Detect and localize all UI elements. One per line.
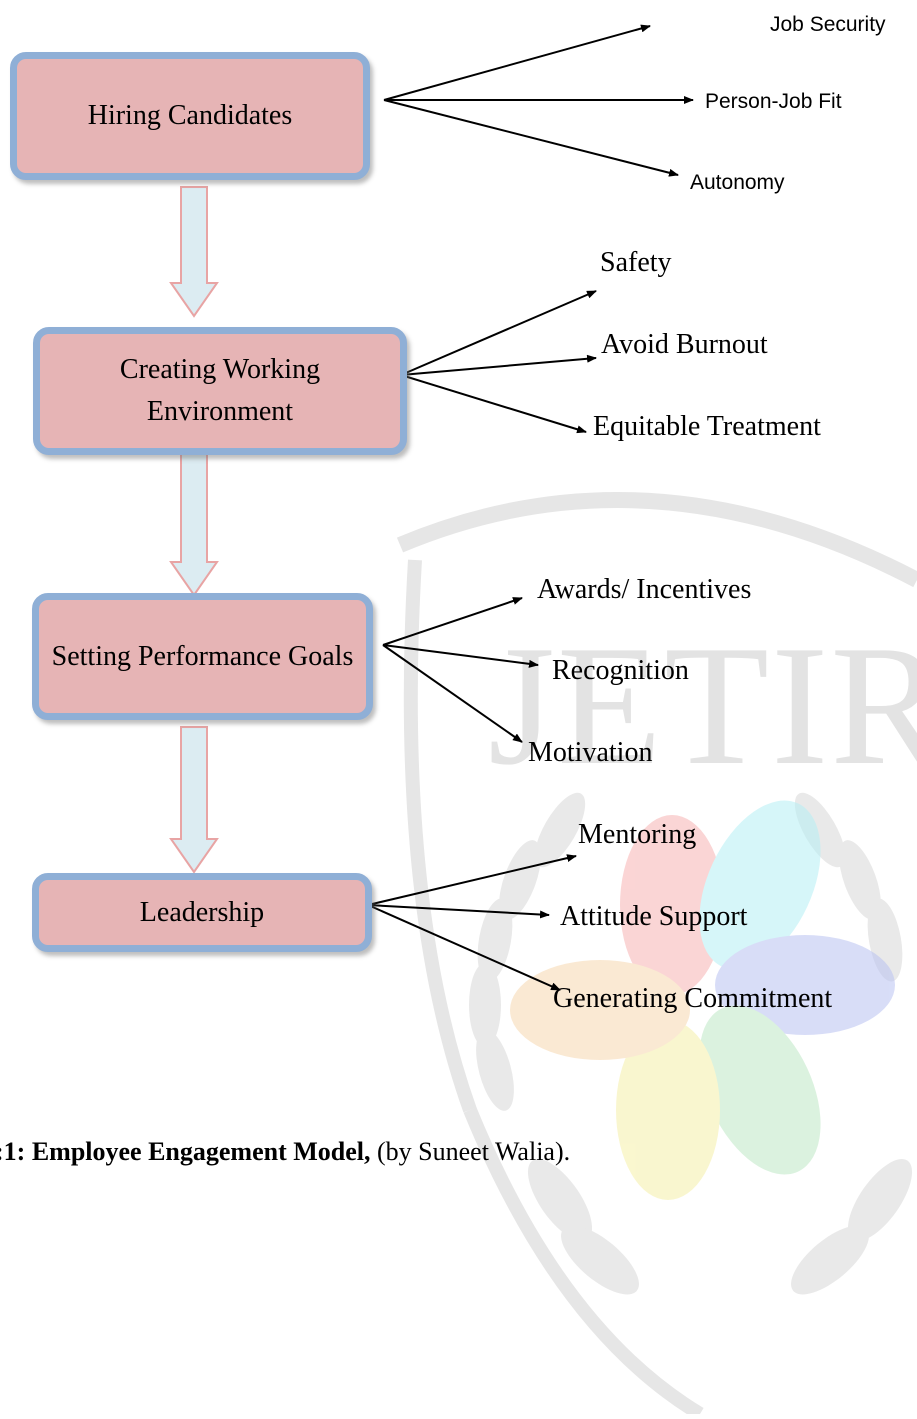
branch-label-person-job-fit: Person-Job Fit xyxy=(705,90,842,113)
branch-label-avoid-burnout: Avoid Burnout xyxy=(601,329,768,360)
branch-label-equitable-treatment: Equitable Treatment xyxy=(593,411,821,442)
branch-label-motivation: Motivation xyxy=(528,737,653,768)
stage-box-hiring-candidates: Hiring Candidates xyxy=(10,52,370,180)
branch-arrow-motivation xyxy=(382,644,523,743)
flow-arrow-3 xyxy=(169,726,219,874)
branch-label-generating-commitment: Generating Commitment xyxy=(553,983,833,1014)
branch-label-job-security: Job Security xyxy=(770,13,886,36)
stage-label: Leadership xyxy=(139,896,265,928)
stage-box-leadership: Leadership xyxy=(32,873,372,952)
branch-label-autonomy: Autonomy xyxy=(690,171,785,194)
stage-box-setting-performance-goals: Setting Performance Goals xyxy=(32,593,373,720)
branch-label-mentoring: Mentoring xyxy=(578,819,697,850)
hiring-branch-lines xyxy=(383,24,694,177)
flow-arrow-2 xyxy=(169,447,219,597)
branch-arrow-recognition xyxy=(382,644,539,668)
branch-arrow-generating-commitment xyxy=(367,904,561,991)
flow-arrow-1 xyxy=(169,186,219,318)
stage-label: Setting Performance Goals xyxy=(51,640,354,672)
creating-branch-lines xyxy=(400,290,597,434)
branch-label-awards-incentives: Awards/ Incentives xyxy=(537,574,752,605)
branch-label-attitude-support: Attitude Support xyxy=(560,901,748,932)
caption-attribution: (by Suneet Walia). xyxy=(370,1137,571,1166)
branch-arrow-avoid-burnout xyxy=(400,354,597,376)
branch-arrow-autonomy xyxy=(383,99,679,177)
branch-arrow-equitable-treatment xyxy=(400,374,587,434)
branch-arrow-safety xyxy=(400,290,597,376)
figure-caption: g:1: Employee Engagement Model, (by Sune… xyxy=(0,1137,570,1167)
leadership-branch-lines xyxy=(367,854,577,991)
stage-box-creating-working-environment: Creating Working Environment xyxy=(33,327,407,455)
branch-label-safety: Safety xyxy=(600,247,672,278)
caption-bold: g:1: Employee Engagement Model, xyxy=(0,1137,371,1166)
stage-label: Hiring Candidates xyxy=(87,100,293,131)
branch-arrow-job-security xyxy=(383,24,651,101)
watermark-text: JETIR xyxy=(488,611,917,801)
stage-label: Creating Working Environment xyxy=(119,354,321,427)
branch-arrow-mentoring xyxy=(367,854,577,906)
setting-branch-lines xyxy=(382,597,539,743)
branch-arrow-awards xyxy=(382,597,523,646)
branch-arrow-attitude-support xyxy=(367,904,550,919)
branch-label-recognition: Recognition xyxy=(552,655,689,686)
